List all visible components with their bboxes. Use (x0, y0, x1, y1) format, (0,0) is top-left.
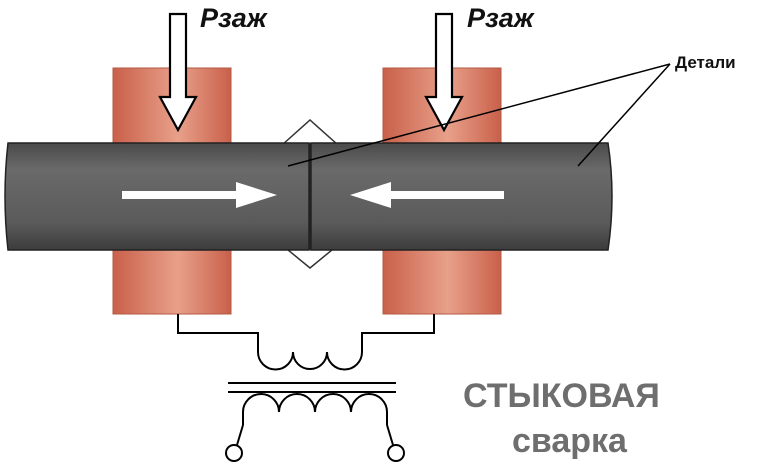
right-arrow-icon (122, 182, 277, 208)
force-label-right: Рзаж (467, 3, 536, 33)
caption-subtitle: сварка (512, 422, 628, 460)
left-arrow-icon (350, 182, 504, 208)
caption-title: СТЫКОВАЯ (463, 377, 660, 415)
down-arrow-icon (158, 12, 198, 133)
parts-label: Детали (675, 53, 736, 72)
parts-leader-line-left (287, 63, 671, 167)
transformer-circuit (177, 314, 435, 462)
force-label-left: Рзаж (200, 3, 269, 33)
down-arrow-icon (424, 12, 464, 133)
parts-leader-line-right (577, 63, 671, 167)
